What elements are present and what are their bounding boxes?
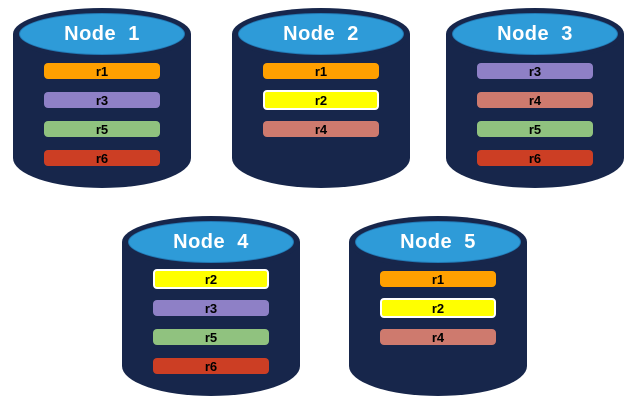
replica-label: r4	[528, 92, 542, 108]
replica-bar-r2: r2	[263, 90, 379, 110]
replica-label: r6	[95, 150, 109, 166]
replica-list: r1 r3 r5 r6	[13, 63, 191, 166]
replica-bar-r1: r1	[380, 271, 496, 287]
replica-label: r1	[314, 63, 328, 79]
replica-label: r2	[204, 271, 218, 287]
replica-bar-r3: r3	[153, 300, 269, 316]
replica-label: r5	[95, 121, 109, 137]
replica-bar-r2: r2	[153, 269, 269, 289]
replica-label: r5	[528, 121, 542, 137]
replica-label: r4	[431, 329, 445, 345]
cylinder-top-rim: Node 4	[122, 216, 300, 268]
cylinder-top-rim: Node 1	[13, 8, 191, 60]
node-title: Node 2	[283, 22, 359, 45]
replica-bar-r6: r6	[153, 358, 269, 374]
replica-bar-r2: r2	[380, 298, 496, 318]
replica-label: r3	[204, 300, 218, 316]
node-cylinder-5: Node 5 r1 r2 r4	[349, 216, 527, 396]
replica-label: r6	[204, 358, 218, 374]
replica-list: r1 r2 r4	[232, 63, 410, 137]
cylinder-top-rim: Node 3	[446, 8, 624, 60]
replica-label: r3	[528, 63, 542, 79]
replica-bar-r5: r5	[44, 121, 160, 137]
replica-label: r2	[431, 300, 445, 316]
replica-bar-r3: r3	[44, 92, 160, 108]
node-title: Node 1	[64, 22, 140, 45]
cylinder-top-rim: Node 2	[232, 8, 410, 60]
node-title: Node 3	[497, 22, 573, 45]
replica-label: r6	[528, 150, 542, 166]
replica-list: r3 r4 r5 r6	[446, 63, 624, 166]
replica-bar-r6: r6	[477, 150, 593, 166]
replica-list: r1 r2 r4	[349, 271, 527, 345]
replica-list: r2 r3 r5 r6	[122, 269, 300, 374]
replica-label: r5	[204, 329, 218, 345]
node-cylinder-1: Node 1 r1 r3 r5 r6	[13, 8, 191, 188]
node-title: Node 4	[173, 230, 249, 253]
replica-label: r1	[95, 63, 109, 79]
replica-label: r2	[314, 92, 328, 108]
cylinder-top-face: Node 1	[19, 13, 185, 55]
replica-bar-r1: r1	[44, 63, 160, 79]
cylinder-top-face: Node 3	[452, 13, 618, 55]
replica-label: r3	[95, 92, 109, 108]
cylinder-top-face: Node 4	[128, 221, 294, 263]
replica-bar-r1: r1	[263, 63, 379, 79]
replica-bar-r6: r6	[44, 150, 160, 166]
node-cylinder-3: Node 3 r3 r4 r5 r6	[446, 8, 624, 188]
cylinder-top-face: Node 2	[238, 13, 404, 55]
node-title: Node 5	[400, 230, 476, 253]
node-cylinder-2: Node 2 r1 r2 r4	[232, 8, 410, 188]
replica-bar-r4: r4	[477, 92, 593, 108]
replica-label: r4	[314, 121, 328, 137]
replica-bar-r5: r5	[477, 121, 593, 137]
cylinder-top-rim: Node 5	[349, 216, 527, 268]
node-cylinder-4: Node 4 r2 r3 r5 r6	[122, 216, 300, 396]
replica-bar-r4: r4	[263, 121, 379, 137]
replica-bar-r4: r4	[380, 329, 496, 345]
replica-bar-r5: r5	[153, 329, 269, 345]
cylinder-top-face: Node 5	[355, 221, 521, 263]
replica-label: r1	[431, 271, 445, 287]
replica-bar-r3: r3	[477, 63, 593, 79]
